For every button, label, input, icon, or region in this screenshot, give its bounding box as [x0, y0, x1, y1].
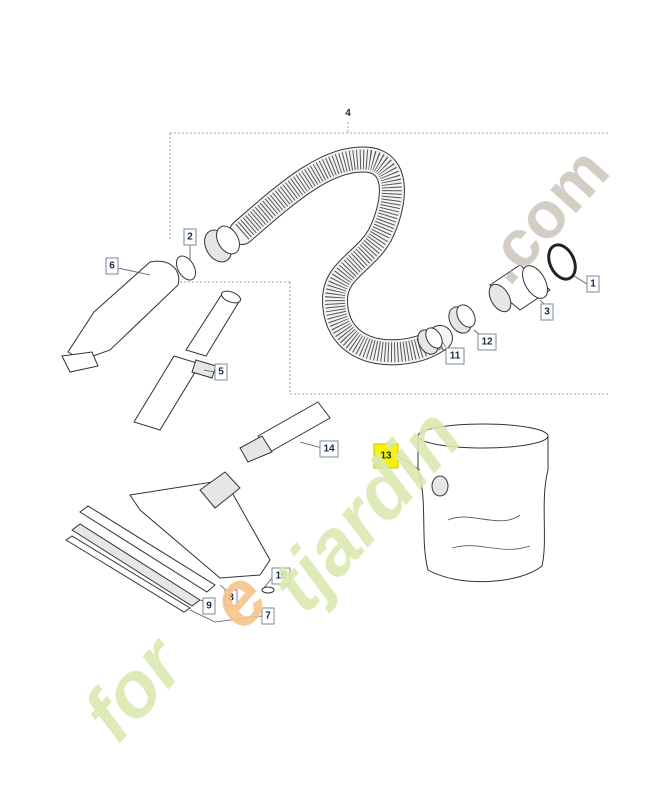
floor-nozzle — [65, 471, 275, 613]
callout-4[interactable]: 4 — [345, 108, 351, 119]
svg-text:1: 1 — [590, 279, 596, 290]
curved-handle-tube — [61, 260, 180, 373]
callout-9[interactable]: 9 — [202, 597, 216, 615]
svg-text:5: 5 — [218, 367, 224, 378]
svg-text:6: 6 — [109, 261, 115, 272]
adapter-11 — [417, 327, 443, 355]
callout-6[interactable]: 6 — [105, 257, 119, 275]
svg-text:11: 11 — [450, 351, 461, 362]
svg-text:7: 7 — [265, 611, 271, 622]
svg-text:8: 8 — [228, 593, 234, 604]
callout-10[interactable]: 10 — [271, 567, 291, 585]
callout-13[interactable]: 13 — [373, 443, 399, 469]
adapter-3 — [488, 264, 551, 313]
assembly-bracket — [160, 122, 608, 395]
watermark-text-green-left: for — [65, 618, 202, 757]
callout-8[interactable]: 8 — [224, 589, 238, 607]
adapter-12 — [448, 304, 476, 334]
callout-12[interactable]: 12 — [477, 333, 497, 351]
svg-text:13: 13 — [380, 451, 392, 462]
svg-text:2: 2 — [187, 232, 193, 243]
svg-text:10: 10 — [275, 571, 287, 582]
callout-14[interactable]: 14 — [319, 440, 339, 458]
callout-2[interactable]: 2 — [183, 228, 197, 246]
seal-ring-1 — [547, 243, 577, 281]
callout-1[interactable]: 1 — [586, 275, 600, 293]
svg-text:3: 3 — [544, 307, 550, 318]
hose-cuff-left — [176, 225, 240, 281]
svg-text:9: 9 — [206, 601, 212, 612]
watermark-tld: .com — [465, 133, 623, 297]
callout-11[interactable]: 11 — [445, 347, 465, 365]
callout-7[interactable]: 7 — [261, 607, 275, 625]
callout-3[interactable]: 3 — [540, 303, 554, 321]
filter-bag — [417, 423, 549, 583]
svg-text:14: 14 — [323, 444, 335, 455]
callout-5[interactable]: 5 — [214, 363, 228, 381]
crevice-nozzle — [239, 401, 331, 463]
svg-text:4: 4 — [345, 108, 351, 119]
extension-tubes — [133, 290, 242, 431]
suction-hose — [229, 146, 453, 366]
svg-text:12: 12 — [481, 337, 493, 348]
